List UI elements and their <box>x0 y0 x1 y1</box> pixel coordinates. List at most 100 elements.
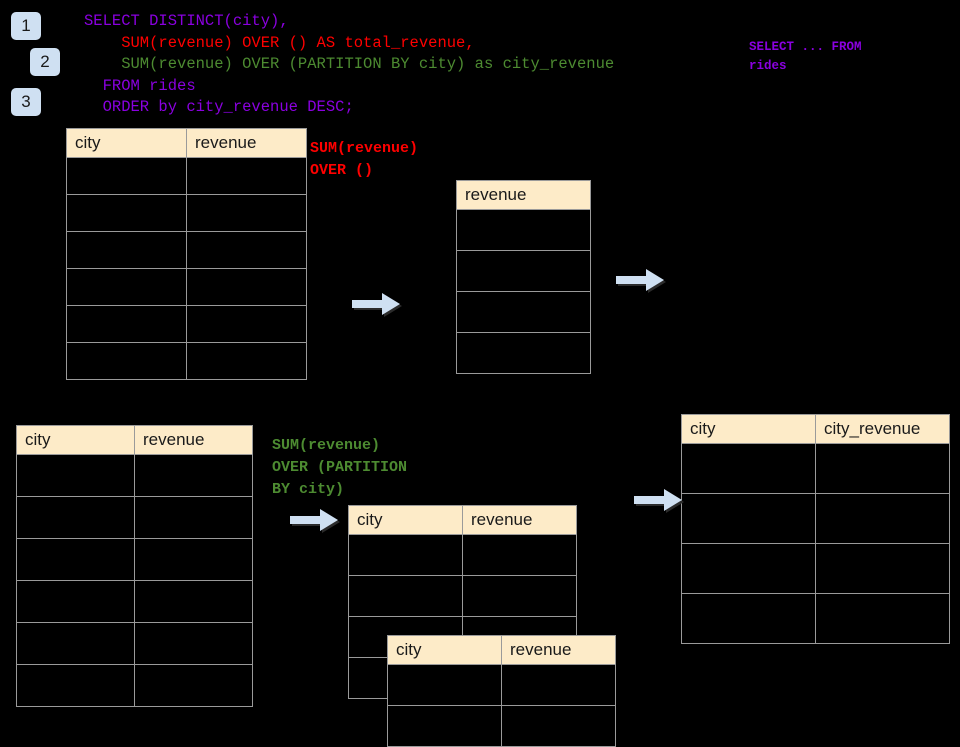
table-cell <box>456 291 591 333</box>
table-cell <box>681 443 816 494</box>
table-cell <box>16 664 135 707</box>
table-cell <box>815 493 950 544</box>
table-cell <box>16 580 135 623</box>
table-cell <box>186 194 307 232</box>
arrow-bottom-right <box>629 485 685 515</box>
table-cell <box>815 593 950 644</box>
table-row <box>16 664 253 707</box>
column-header: city_revenue <box>815 414 950 444</box>
table-cell <box>134 496 253 539</box>
table-row <box>681 543 950 594</box>
annot-sum-over-partition-line-3: BY city) <box>272 481 345 498</box>
table-cell <box>387 664 502 706</box>
table-cell <box>66 231 187 269</box>
table-cell <box>186 305 307 343</box>
table-cell <box>66 305 187 343</box>
table-cell <box>681 593 816 644</box>
column-header: city <box>16 425 135 455</box>
table-row <box>16 580 253 623</box>
table-header-row: revenue <box>456 180 591 210</box>
table-cell <box>681 493 816 544</box>
table-cell <box>456 332 591 374</box>
table-cell <box>348 575 463 617</box>
sql-line-1: SELECT DISTINCT(city), <box>84 12 289 30</box>
table-row <box>681 493 950 544</box>
table-cell <box>681 543 816 594</box>
table-cell <box>66 342 187 380</box>
table-row <box>16 622 253 665</box>
table-row <box>16 538 253 581</box>
table-row <box>16 496 253 539</box>
table-cell <box>186 157 307 195</box>
annot-sum-over-partition-line-2: OVER (PARTITION <box>272 459 408 476</box>
step-badge-1: 1 <box>11 12 41 40</box>
table-cell <box>815 443 950 494</box>
table-row <box>66 231 307 269</box>
table-cell <box>456 209 591 251</box>
column-header: city <box>681 414 816 444</box>
table-cell <box>348 534 463 576</box>
column-header: city <box>348 505 463 535</box>
table-row <box>348 534 577 576</box>
sql-line-5: ORDER by city_revenue DESC; <box>84 98 354 116</box>
table-row <box>387 705 616 747</box>
table-cell <box>186 342 307 380</box>
table-cell <box>16 622 135 665</box>
table-total-revenue: revenue <box>456 180 591 374</box>
table-row <box>66 268 307 306</box>
column-header: city <box>66 128 187 158</box>
table-cell <box>134 580 253 623</box>
sql-line-4: FROM rides <box>84 76 196 95</box>
column-header: revenue <box>134 425 253 455</box>
table-row <box>66 194 307 232</box>
side-note-line-2: rides <box>749 59 787 73</box>
table-cell <box>501 664 616 706</box>
table-row <box>456 209 591 251</box>
table-row <box>66 157 307 195</box>
table-cell <box>815 543 950 594</box>
table-cell <box>501 705 616 747</box>
table-row <box>456 332 591 374</box>
step-badge-3: 3 <box>11 88 41 116</box>
sql-query-block: SELECT DISTINCT(city), SUM(revenue) OVER… <box>84 11 614 119</box>
table-cell <box>387 705 502 747</box>
table-cell <box>66 194 187 232</box>
table-cell <box>462 534 577 576</box>
table-cell <box>16 538 135 581</box>
step-badge-2: 2 <box>30 48 60 76</box>
table-cell <box>16 454 135 497</box>
annot-sum-over-empty: SUM(revenue) OVER () <box>310 138 418 182</box>
side-note-line-1: SELECT ... FROM <box>749 40 862 54</box>
table-row <box>348 575 577 617</box>
column-header: revenue <box>501 635 616 665</box>
table-cell <box>134 664 253 707</box>
table-cell <box>456 250 591 292</box>
table-row <box>681 443 950 494</box>
arrow-top-left <box>347 289 403 319</box>
table-cell <box>462 575 577 617</box>
column-header: revenue <box>462 505 577 535</box>
arrow-top-right <box>611 265 667 295</box>
table-row <box>387 664 616 706</box>
table-cell <box>16 496 135 539</box>
annot-sum-over-empty-line-1: SUM(revenue) <box>310 140 419 157</box>
annot-sum-over-empty-line-2: OVER () <box>310 162 374 179</box>
table-row <box>66 342 307 380</box>
table-cell <box>186 268 307 306</box>
sql-line-3: SUM(revenue) OVER (PARTITION BY city) as… <box>84 55 615 73</box>
table-cell <box>134 538 253 581</box>
column-header: revenue <box>456 180 591 210</box>
table-row <box>456 250 591 292</box>
column-header: city <box>387 635 502 665</box>
table-cell <box>66 157 187 195</box>
table-cell <box>134 622 253 665</box>
